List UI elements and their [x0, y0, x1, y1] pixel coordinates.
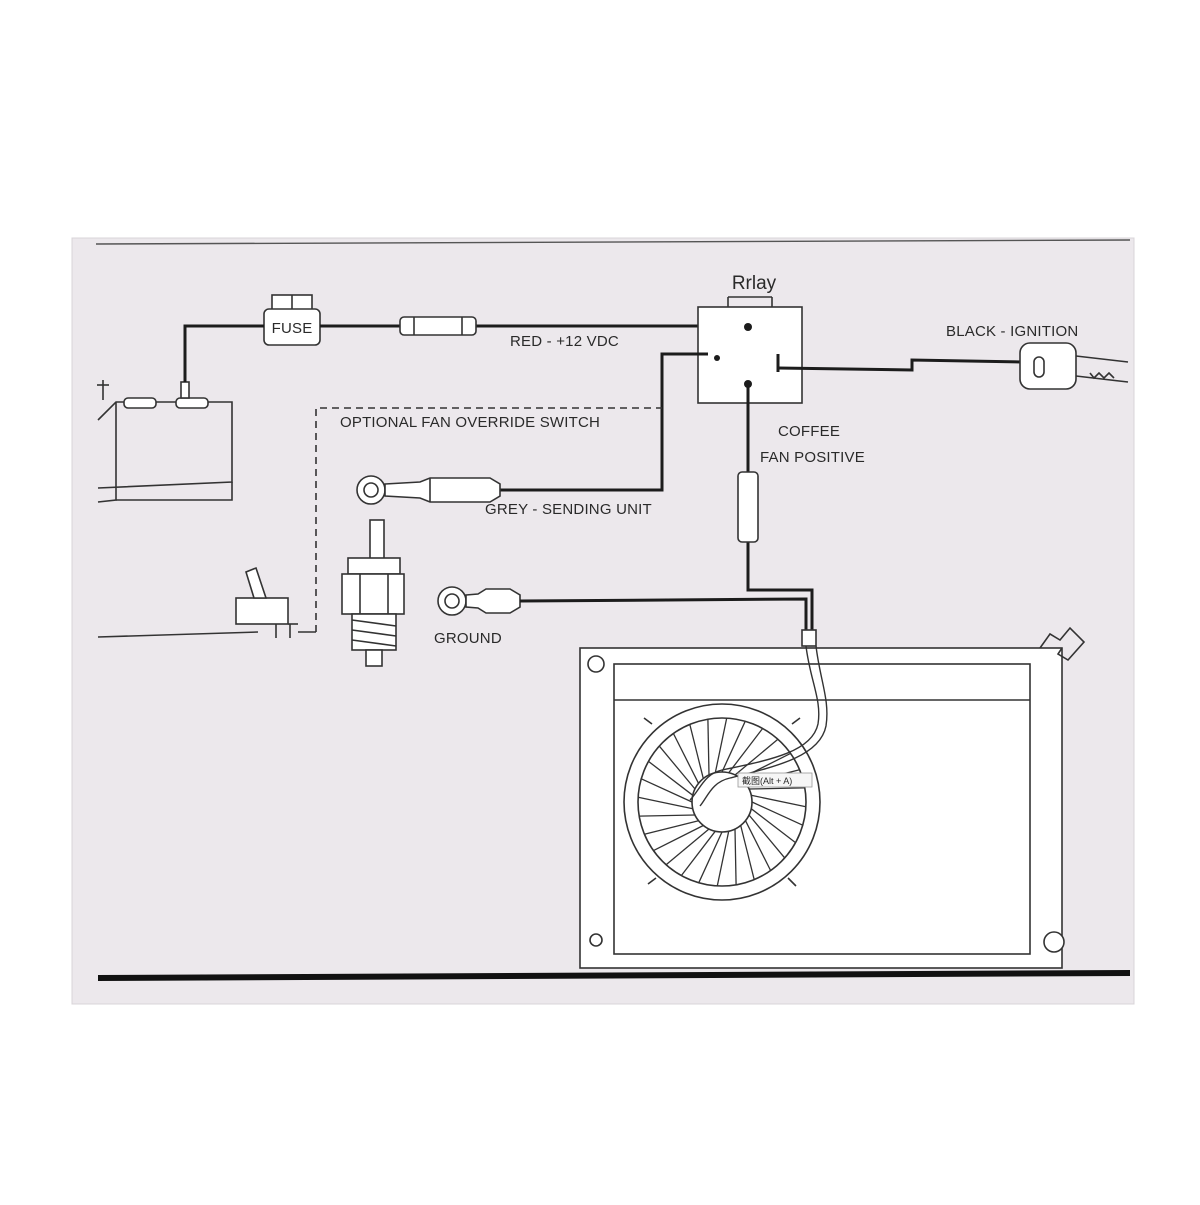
fuse: FUSE: [263, 294, 321, 346]
fan-blade: [639, 814, 696, 817]
fan-blade: [653, 824, 704, 852]
fan-lead-wire-2: [699, 645, 828, 807]
fan-blade: [648, 760, 694, 796]
fan-blade: [665, 828, 710, 866]
inline-connector-fan: [737, 471, 759, 543]
ground-wire: [519, 597, 808, 632]
fan-blade: [672, 733, 700, 784]
fan-connector: [801, 629, 817, 647]
black-wire-label: BLACK - IGNITION: [946, 323, 1078, 340]
fan-blade: [689, 724, 704, 779]
grey-sending-wire: [500, 352, 708, 492]
fan-blade: [751, 794, 807, 808]
fan-blade: [658, 745, 696, 790]
coffee-label: COFFEE: [778, 423, 840, 440]
ground-label: GROUND: [434, 630, 502, 647]
fan-blade: [751, 801, 803, 826]
left-ground-line: [97, 631, 259, 638]
fuse-label: FUSE: [272, 320, 313, 337]
fan-blade: [750, 808, 796, 844]
fan-blade: [748, 814, 786, 859]
override-label: OPTIONAL FAN OVERRIDE SWITCH: [340, 414, 600, 431]
black-ignition-wire: [777, 358, 1023, 372]
fan-positive-wire: [746, 384, 814, 632]
bottom-border-line: [98, 970, 1130, 981]
override-toggle-switch: [235, 566, 316, 638]
fan-blade: [698, 831, 723, 883]
fan-blade: [680, 830, 716, 876]
fan-blade: [637, 796, 693, 810]
fan-blade: [734, 738, 779, 776]
relay-label: Rrlay: [732, 273, 777, 294]
screenshot-tooltip-text: 截图(Alt + A): [742, 775, 792, 786]
fan-blade: [714, 717, 728, 773]
ignition-key: [1019, 342, 1129, 390]
fan-blade: [744, 820, 772, 871]
fan-blade: [748, 787, 805, 790]
ground-ring-terminal: [437, 586, 521, 616]
fan-blade: [716, 831, 730, 887]
override-dashed-wire: [315, 407, 662, 632]
fan-blade: [728, 728, 764, 774]
grey-wire-label: GREY - SENDING UNIT: [485, 501, 652, 518]
battery: [97, 380, 233, 503]
screenshot-tooltip: 截图(Alt + A): [737, 772, 813, 788]
fan-blade: [721, 721, 746, 773]
relay: [697, 296, 803, 404]
fan-blade: [740, 825, 755, 880]
top-border-line: [95, 239, 1131, 245]
cooling-fan: [623, 703, 821, 901]
temperature-sending-unit: [341, 519, 405, 667]
fan-blade: [644, 820, 699, 835]
fan-positive-label: FAN POSITIVE: [760, 449, 865, 466]
red-wire-label: RED - +12 VDC: [510, 333, 619, 350]
fan-lead-wire: [689, 645, 820, 801]
inline-fuse-holder: [399, 316, 477, 336]
fan-blade: [734, 828, 737, 885]
red-wire: [183, 324, 264, 382]
sending-ring-terminal: [356, 475, 501, 505]
fan-blade: [707, 719, 710, 776]
fan-blade: [641, 778, 693, 803]
